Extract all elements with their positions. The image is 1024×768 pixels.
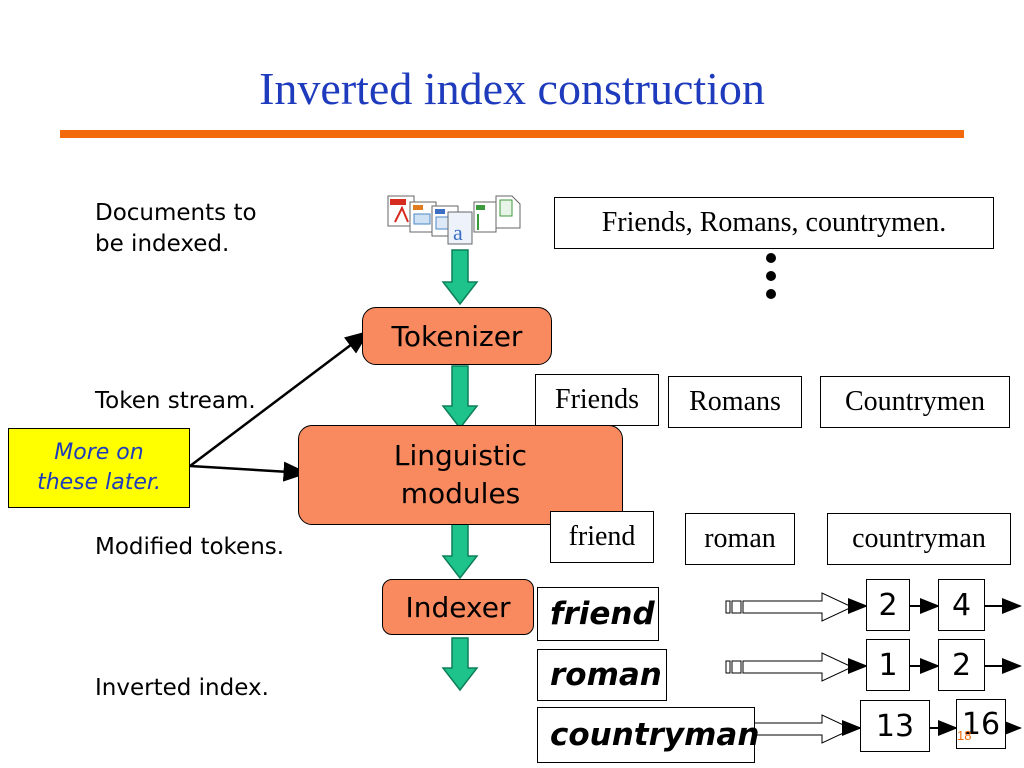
- index-term-roman: roman: [537, 649, 667, 701]
- token-box-countrymen: Countrymen: [820, 376, 1010, 428]
- slide-number: 18: [957, 728, 972, 743]
- document-icons: a: [387, 195, 521, 245]
- pointer-row-roman: [725, 652, 854, 682]
- posting-countryman-1: 13: [860, 700, 930, 752]
- posting-roman-1: 1: [866, 639, 910, 691]
- modified-token-roman: roman: [685, 513, 795, 565]
- flow-arrow-linguistic-to-indexer: [441, 519, 479, 580]
- linguistic-line2: modules: [400, 477, 521, 510]
- svg-text:a: a: [453, 220, 463, 245]
- more-on-these-later-note: More on these later.: [8, 428, 190, 508]
- posting-countryman-2: 16: [956, 699, 1006, 749]
- posting-friend-2: 4: [938, 579, 985, 631]
- token-box-friends: Friends: [535, 374, 659, 426]
- title-rule: [60, 130, 964, 138]
- ellipsis-dots: [766, 253, 776, 299]
- token-stream-label: Token stream.: [95, 388, 256, 414]
- page-title: Inverted index construction: [259, 63, 765, 114]
- index-term-countryman: countryman: [537, 707, 759, 763]
- linguistic-line1: Linguistic: [393, 439, 528, 472]
- note-line1: More on: [54, 440, 144, 465]
- pointer-row-friend: [725, 592, 854, 622]
- flow-arrow-tokenizer-to-linguistic: [441, 365, 479, 430]
- modified-tokens-label: Modified tokens.: [95, 534, 285, 560]
- indexer-box: Indexer: [382, 579, 534, 635]
- documents-label-line1: Documents to: [95, 200, 257, 226]
- modified-token-countryman: countryman: [827, 513, 1011, 565]
- index-term-friend: friend: [537, 587, 659, 641]
- flow-arrow-docs-to-tokenizer: [441, 249, 479, 306]
- note-arrow-to-linguistic: [189, 461, 309, 482]
- note-arrow-to-tokenizer: [189, 330, 370, 467]
- inverted-index-label: Inverted index.: [95, 675, 269, 701]
- tokenizer-box: Tokenizer: [362, 307, 552, 365]
- linguistic-modules-box: Linguistic modules: [298, 425, 623, 525]
- posting-friend-1: 2: [866, 579, 910, 631]
- source-text-box: Friends, Romans, countrymen.: [554, 197, 994, 249]
- posting-roman-2: 2: [938, 639, 985, 691]
- documents-label: Documents to be indexed.: [95, 198, 257, 260]
- modified-token-friend: friend: [550, 511, 654, 563]
- flow-arrow-indexer-to-index: [441, 637, 479, 692]
- token-box-romans: Romans: [668, 376, 802, 428]
- note-line2: these later.: [37, 470, 161, 495]
- documents-label-line2: be indexed.: [95, 231, 230, 257]
